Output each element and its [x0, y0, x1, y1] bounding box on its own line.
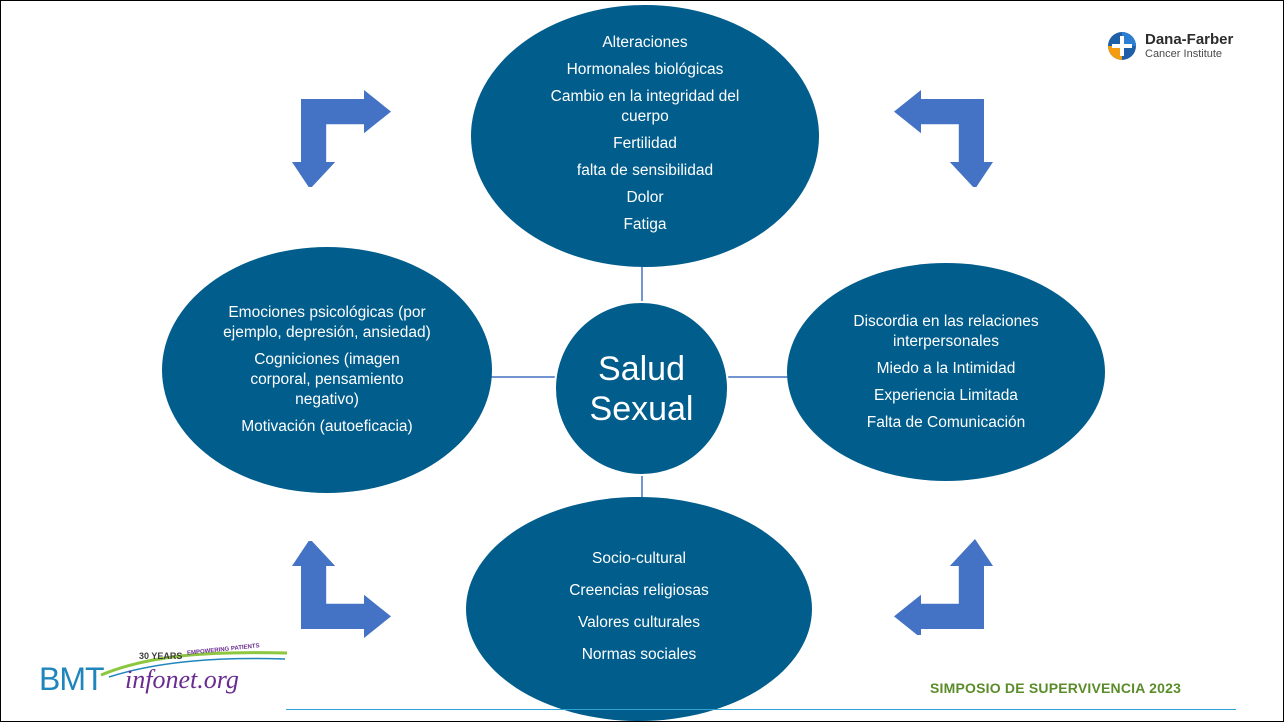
- dana-farber-logo: Dana-Farber Cancer Institute: [1107, 31, 1233, 61]
- footer-divider: [286, 709, 1236, 710]
- top-item: Hormonales biológicas: [566, 61, 724, 78]
- footer-title: SIMPOSIO DE SUPERVIVENCIA 2023: [930, 680, 1182, 696]
- left-item: Cogniciones (imagen corporal, pensamient…: [250, 351, 404, 408]
- bottom-item: Socio-cultural: [592, 550, 686, 567]
- bent-arrow-bottom-right-icon: [894, 539, 994, 635]
- bent-arrow-top-left-icon: [291, 89, 392, 187]
- dana-farber-subtitle: Cancer Institute: [1145, 48, 1223, 60]
- right-item: Miedo a la Intimidad: [876, 359, 1016, 377]
- bmt-swoosh-icon: [100, 651, 288, 678]
- top-item: Cambio en la integridad del cuerpo: [550, 88, 740, 125]
- center-label-line2: Sexual: [589, 389, 694, 428]
- top-item: Dolor: [626, 189, 664, 206]
- oval-sociocultural-factors: Socio-cultural Creencias religiosas Valo…: [466, 497, 812, 721]
- oval-center-sexual-health: Salud Sexual: [554, 301, 729, 476]
- top-item: Alteraciones: [602, 34, 688, 51]
- bottom-item: Normas sociales: [581, 646, 697, 663]
- left-item: Motivación (autoeficacia): [241, 418, 413, 435]
- bottom-item: Creencias religiosas: [569, 582, 709, 599]
- bent-arrow-bottom-left-icon: [291, 541, 392, 639]
- top-item: Fertilidad: [613, 135, 677, 152]
- oval-biological-factors: Alteraciones Hormonales biológicas Cambi…: [471, 5, 819, 267]
- right-item: Discordia en las relaciones interpersona…: [853, 312, 1039, 350]
- oval-relationship-factors: Discordia en las relaciones interpersona…: [787, 263, 1105, 481]
- top-item: Fatiga: [623, 216, 667, 233]
- bmt-domain: infonet.org: [125, 665, 239, 694]
- bent-arrow-top-right-icon: [894, 89, 994, 187]
- bmt-years: 30 YEARS: [139, 651, 183, 661]
- oval-psychological-factors: Emociones psicológicas (por ejemplo, dep…: [162, 247, 492, 493]
- bmt-infonet-logo: BMT infonet.org 30 YEARS EMPOWERING PATI…: [39, 643, 288, 711]
- left-item: Emociones psicológicas (por ejemplo, dep…: [223, 304, 431, 341]
- bottom-item: Valores culturales: [577, 614, 701, 631]
- dana-farber-name: Dana-Farber: [1145, 31, 1234, 48]
- bmt-letters: BMT: [39, 661, 105, 697]
- right-item: Experiencia Limitada: [874, 386, 1018, 404]
- right-item: Falta de Comunicación: [866, 413, 1026, 431]
- center-label-line1: Salud: [598, 349, 685, 388]
- top-item: falta de sensibilidad: [576, 162, 714, 179]
- dana-farber-mark-icon: [1108, 32, 1136, 60]
